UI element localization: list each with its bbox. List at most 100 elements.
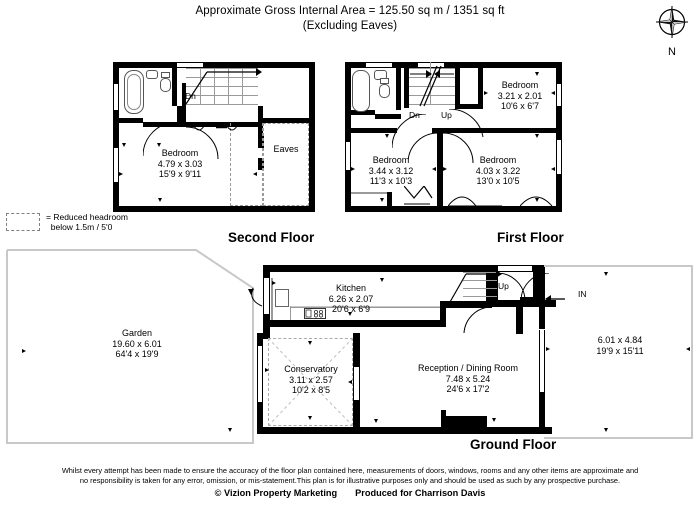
dim-arrow <box>122 143 126 147</box>
door-swing-bathroom-icon <box>392 114 427 148</box>
legend-line-1: = Reduced headroom <box>46 212 128 222</box>
wall-conservatory-top-left <box>257 333 270 339</box>
dim-arrow <box>374 419 378 423</box>
dim-arrow <box>272 281 276 285</box>
room-label-bedroom3: Bedroom 3.21 x 2.01 10'6 x 6'7 <box>497 80 543 111</box>
hob-burners-icon <box>305 309 323 318</box>
wall-right-upper <box>539 265 545 329</box>
window-right-bedroom2 <box>556 140 562 174</box>
dim-arrow <box>686 347 690 351</box>
stair-label-up: Up <box>498 281 509 291</box>
compass-rose-icon <box>655 5 689 39</box>
door-swing-bedroom1-icon <box>408 133 439 163</box>
stair-centre-line <box>430 62 431 105</box>
window-left-bedroom <box>113 148 119 182</box>
dim-arrow <box>551 167 555 171</box>
dim-arrow <box>535 134 539 138</box>
window-conservatory-left <box>257 346 263 402</box>
stair-riser <box>200 68 201 105</box>
stair-tread <box>409 68 455 69</box>
window-kitchen-left <box>263 278 270 314</box>
dim-arrow <box>535 72 539 76</box>
legend-swatch-icon <box>6 213 40 231</box>
wall-bottom <box>113 206 315 212</box>
wall-stub <box>345 121 351 129</box>
window-top <box>177 62 203 68</box>
wall-right <box>309 62 315 212</box>
dim-arrow <box>119 172 123 176</box>
produced-for-text: Produced for Charrison Davis <box>355 488 486 498</box>
page-title: Approximate Gross Internal Area = 125.50… <box>0 4 700 34</box>
dim-arrow <box>551 91 555 95</box>
stair-riser <box>242 68 243 105</box>
floor-label-ground: Ground Floor <box>470 437 557 452</box>
dim-arrow <box>157 143 161 147</box>
entrance-arrow-icon <box>545 295 565 303</box>
stair-direction-arrow-up <box>449 270 502 303</box>
room-label-bedroom1: Bedroom 3.44 x 3.12 11'3 x 10'3 <box>368 155 414 186</box>
stair-tread <box>186 104 258 105</box>
dim-arrow <box>484 91 488 95</box>
wall-porch-right <box>533 265 539 297</box>
wardrobe-doors-icon <box>194 125 238 131</box>
gross-area-line: Approximate Gross Internal Area = 125.50… <box>195 5 505 17</box>
room-label-kitchen: Kitchen 6.26 x 2.07 20'6 x 6'9 <box>328 283 374 314</box>
footer: Whilst every attempt has been made to en… <box>0 466 700 498</box>
wall-porch-stub <box>516 300 523 334</box>
cistern-icon <box>161 72 170 78</box>
stair-tread <box>463 272 497 273</box>
chimney-breast <box>443 416 487 428</box>
legend-line-2: below 1.5m / 5'0 <box>50 222 113 232</box>
copyright-text: © Vizion Property Marketing <box>214 488 338 498</box>
dim-arrow <box>265 368 269 372</box>
wall-conservatory-right-upper <box>353 333 360 367</box>
door-swing-bathroom-icon <box>143 122 178 156</box>
door-swing-entrance-icon <box>497 273 526 302</box>
room-label-garden: Garden 19.60 x 6.01 64'4 x 19'9 <box>112 328 162 359</box>
window-top-landing <box>418 62 444 68</box>
dim-arrow <box>351 167 355 171</box>
wall-top <box>263 265 545 272</box>
wall-landing-stub-2 <box>258 158 264 170</box>
stair-riser <box>214 68 215 105</box>
dormer-window-icon-2 <box>520 196 553 207</box>
stair-tread <box>409 104 455 105</box>
sink-icon <box>275 289 289 307</box>
stair-tread <box>186 95 258 96</box>
garden-outline <box>6 249 263 444</box>
conservatory-roof-lines <box>268 338 353 426</box>
wall-kitchen-bottom-b <box>320 320 445 327</box>
wall-bathroom-partition <box>172 62 177 106</box>
toilet-icon <box>160 78 171 92</box>
bathtub-inner-icon <box>127 74 141 110</box>
window-right-side <box>539 330 545 392</box>
door-swing-landing-icon <box>186 127 219 159</box>
door-leaf-entrance <box>520 297 542 301</box>
dim-arrow <box>443 167 447 171</box>
room-label-bedroom: Bedroom 4.79 x 3.03 15'9 x 9'11 <box>157 148 203 179</box>
credits: © Vizion Property Marketing Produced for … <box>0 488 700 498</box>
wall-bathroom-partition <box>396 62 401 110</box>
wall-bedroom2-top-b <box>482 128 556 133</box>
stair-tread <box>186 86 258 87</box>
room-label-eaves: Eaves <box>273 144 299 154</box>
wall-conservatory-right-lower <box>353 400 360 434</box>
door-swing-hall-icon <box>463 307 491 334</box>
wall-dn-box <box>182 83 186 122</box>
stair-label-dn: Dn <box>185 91 196 101</box>
disclaimer-line-1: Whilst every attempt has been made to en… <box>61 466 639 475</box>
wall-bathroom-bottom-left <box>345 110 375 115</box>
wall-hall-left <box>486 272 492 308</box>
dim-arrow <box>348 312 352 316</box>
wall-top <box>345 62 562 68</box>
dim-arrow <box>158 198 162 202</box>
dim-arrow <box>432 167 436 171</box>
wall-bathroom-bottom-left <box>113 118 143 123</box>
dim-arrow <box>546 347 550 351</box>
wall-porch-bottom-right <box>516 300 556 307</box>
wall-bathroom-bottom <box>375 114 401 119</box>
wall-top <box>113 62 315 68</box>
window-left-bathroom <box>113 84 119 110</box>
legend-reduced-headroom: = Reduced headroom below 1.5m / 5'0 <box>6 212 186 232</box>
